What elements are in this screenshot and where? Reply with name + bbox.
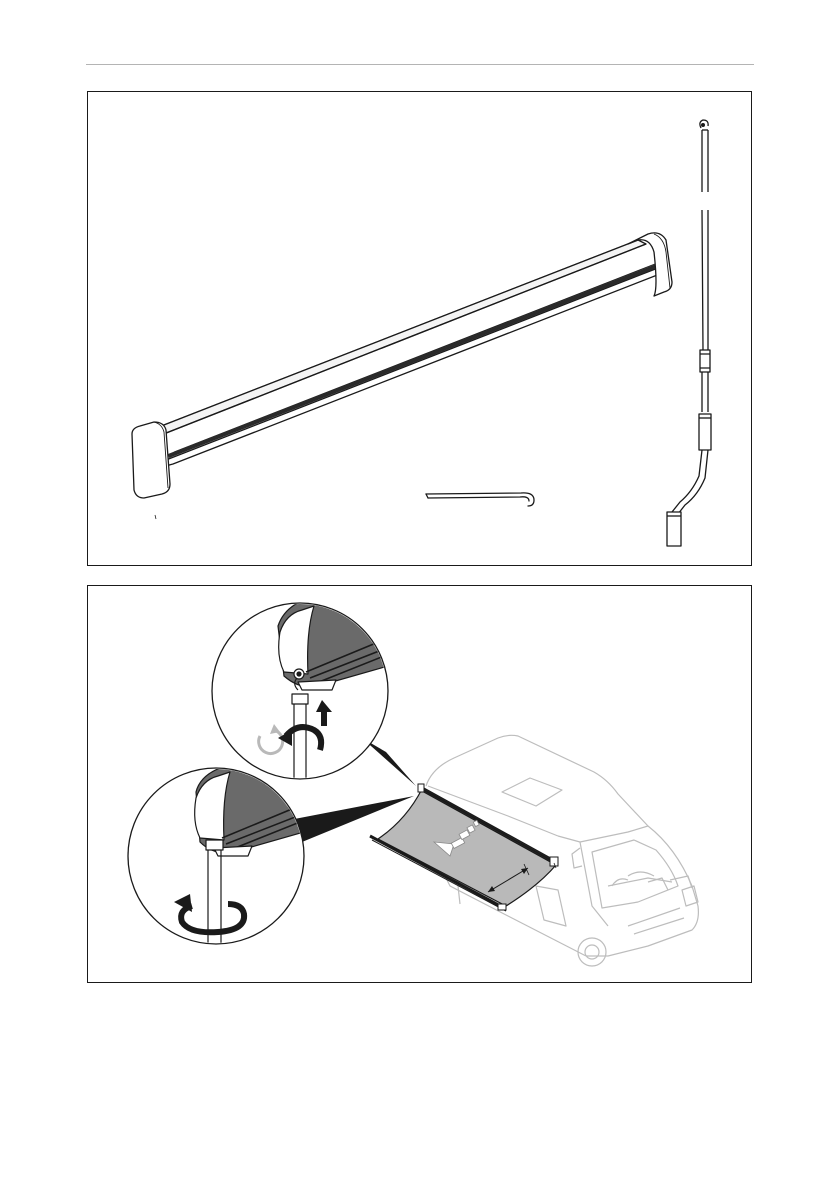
figure-scope-of-delivery-svg (88, 92, 753, 567)
tick-mark (155, 515, 156, 519)
figure-extend-awning (87, 585, 752, 983)
awning-cassette (132, 233, 672, 498)
crank-rotate-detail (128, 764, 314, 956)
crank-handle (667, 120, 711, 546)
tension-rafter-hook (426, 493, 534, 506)
crank-engage-detail (212, 596, 398, 786)
header-rule (86, 64, 754, 65)
figure-extend-awning-svg (88, 586, 753, 984)
figure-scope-of-delivery (87, 91, 752, 566)
